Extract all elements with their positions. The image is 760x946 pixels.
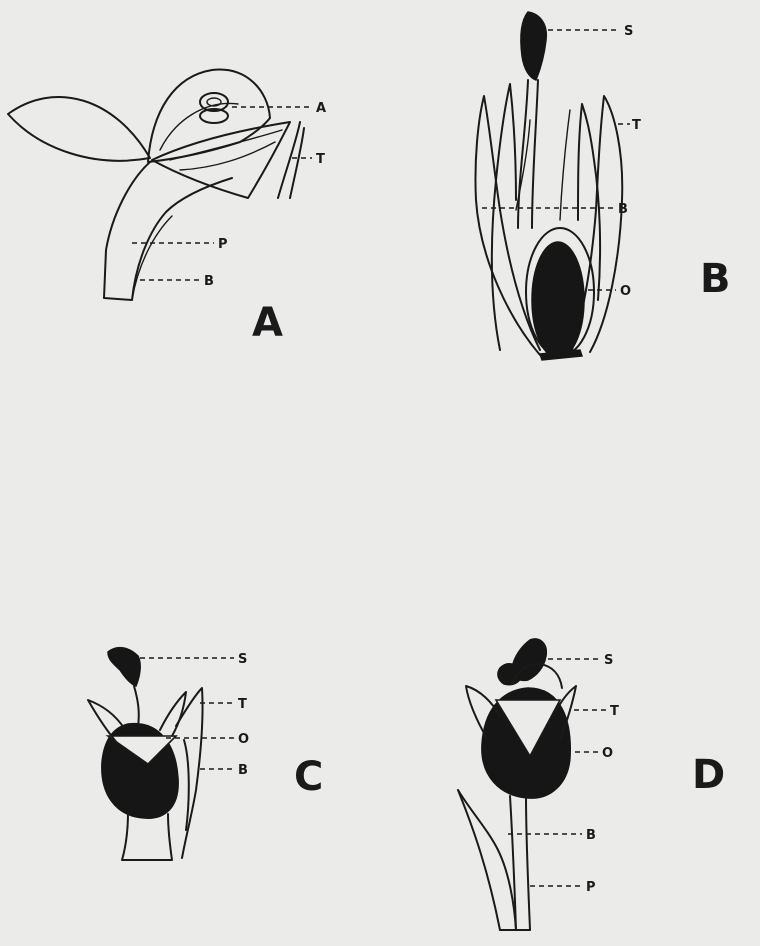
panel-d-letter: D [692,752,725,798]
panel-b-label-b: B [618,202,628,217]
panel-c-letter: C [294,754,323,800]
panel-a-label-a: A [316,101,326,116]
panel-c-label-t: T [238,697,247,712]
panel-b-label-s: S [624,24,633,39]
panel-a-letter: A [252,300,283,346]
panel-c-label-o: O [238,732,249,747]
panel-d-label-t: T [610,704,619,719]
panel-d-label-s: S [604,653,613,668]
panel-a-bract [148,70,270,162]
panel-b-label-o: O [620,284,631,299]
panel-d-label-p: P [586,880,596,895]
panel-c-label-b: B [238,763,248,778]
panel-b-tepal-outer-left [475,96,540,355]
panel-a-leaf [8,97,150,161]
panel-a: A T P B A [8,70,326,346]
panel-b-stigma [521,12,546,80]
panel-b-ovary [532,242,584,358]
panel-d: S T O B P D [458,639,725,930]
panel-a-label-p: P [218,237,228,252]
panel-c: S T O B C [88,648,323,860]
panel-b-label-t: T [632,118,641,133]
panel-b: S T B O B [475,12,730,360]
panel-d-label-b: B [586,828,596,843]
panel-a-label-b: B [204,274,214,289]
panel-c-stigma [108,648,140,686]
panel-c-label-s: S [238,652,247,667]
panel-b-letter: B [700,256,731,302]
panel-a-label-t: T [316,152,325,167]
panel-d-label-o: O [602,746,613,761]
